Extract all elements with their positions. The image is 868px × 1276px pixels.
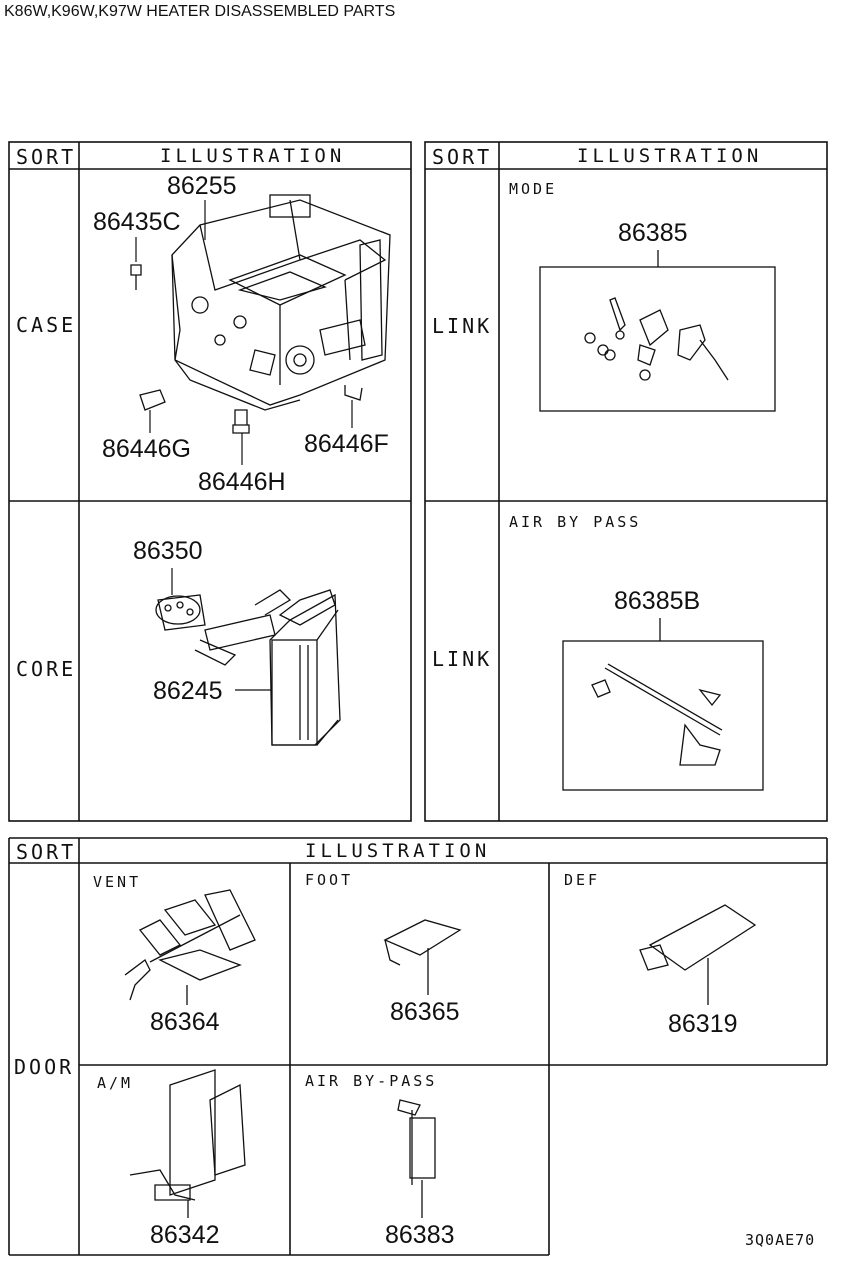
am-door-drawing bbox=[129, 1069, 246, 1218]
air-by-pass-link-drawing bbox=[591, 663, 723, 766]
table2-illustration-header: ILLUSTRATION bbox=[577, 145, 763, 167]
am-label: A/M bbox=[97, 1074, 134, 1092]
case-sort-label: CASE bbox=[16, 313, 77, 337]
part-86255-label: 86255 bbox=[167, 172, 237, 200]
part-86319-label: 86319 bbox=[668, 1010, 738, 1038]
clip-86446g-drawing bbox=[139, 389, 166, 411]
door-sort-label: DOOR bbox=[14, 1055, 75, 1079]
part-86383-label: 86383 bbox=[385, 1221, 455, 1249]
link-table-border bbox=[424, 141, 828, 822]
table3-illustration-header: ILLUSTRATION bbox=[305, 840, 491, 862]
part-86342-label: 86342 bbox=[150, 1221, 220, 1249]
part-86245-label: 86245 bbox=[153, 677, 223, 705]
table1-sort-header: SORT bbox=[16, 145, 77, 169]
mode-label: MODE bbox=[509, 180, 558, 198]
part-86385-label: 86385 bbox=[618, 219, 688, 247]
screw-86435c-drawing bbox=[130, 264, 142, 290]
part-86446h-label: 86446H bbox=[198, 468, 286, 496]
mode-link-drawing bbox=[584, 297, 729, 381]
heater-case-drawing bbox=[171, 194, 391, 411]
link-airbypass-sort-label: LINK bbox=[432, 647, 493, 671]
air-by-pass-door-label: AIR BY-PASS bbox=[305, 1072, 438, 1090]
clip-86446f-drawing bbox=[344, 385, 363, 401]
foot-door-drawing bbox=[383, 919, 462, 995]
air-by-pass-link-box bbox=[562, 640, 764, 791]
part-86446f-label: 86446F bbox=[304, 430, 389, 458]
heater-core-drawing bbox=[155, 589, 341, 746]
core-sort-label: CORE bbox=[16, 657, 77, 681]
def-door-drawing bbox=[639, 904, 757, 1005]
part-86365-label: 86365 bbox=[390, 998, 460, 1026]
case-core-table-border bbox=[8, 141, 412, 822]
page-title: K86W,K96W,K97W HEATER DISASSEMBLED PARTS bbox=[4, 3, 396, 20]
part-86350-label: 86350 bbox=[133, 537, 203, 565]
table2-sort-header: SORT bbox=[432, 145, 493, 169]
part-86446g-label: 86446G bbox=[102, 435, 191, 463]
air-by-pass-door-drawing bbox=[397, 1099, 436, 1218]
clip-86446h-drawing bbox=[232, 409, 250, 434]
table1-illustration-header: ILLUSTRATION bbox=[160, 145, 346, 167]
vent-door-drawing bbox=[124, 889, 256, 1005]
def-label: DEF bbox=[564, 871, 601, 889]
vent-label: VENT bbox=[93, 873, 142, 891]
part-86364-label: 86364 bbox=[150, 1008, 220, 1036]
part-86435c-label: 86435C bbox=[93, 208, 181, 236]
foot-label: FOOT bbox=[305, 871, 354, 889]
footer-code: 3Q0AE70 bbox=[745, 1231, 816, 1249]
part-86385b-label: 86385B bbox=[614, 587, 701, 615]
table3-sort-header: SORT bbox=[16, 840, 77, 864]
air-by-pass-label: AIR BY PASS bbox=[509, 513, 642, 531]
link-mode-sort-label: LINK bbox=[432, 314, 493, 338]
